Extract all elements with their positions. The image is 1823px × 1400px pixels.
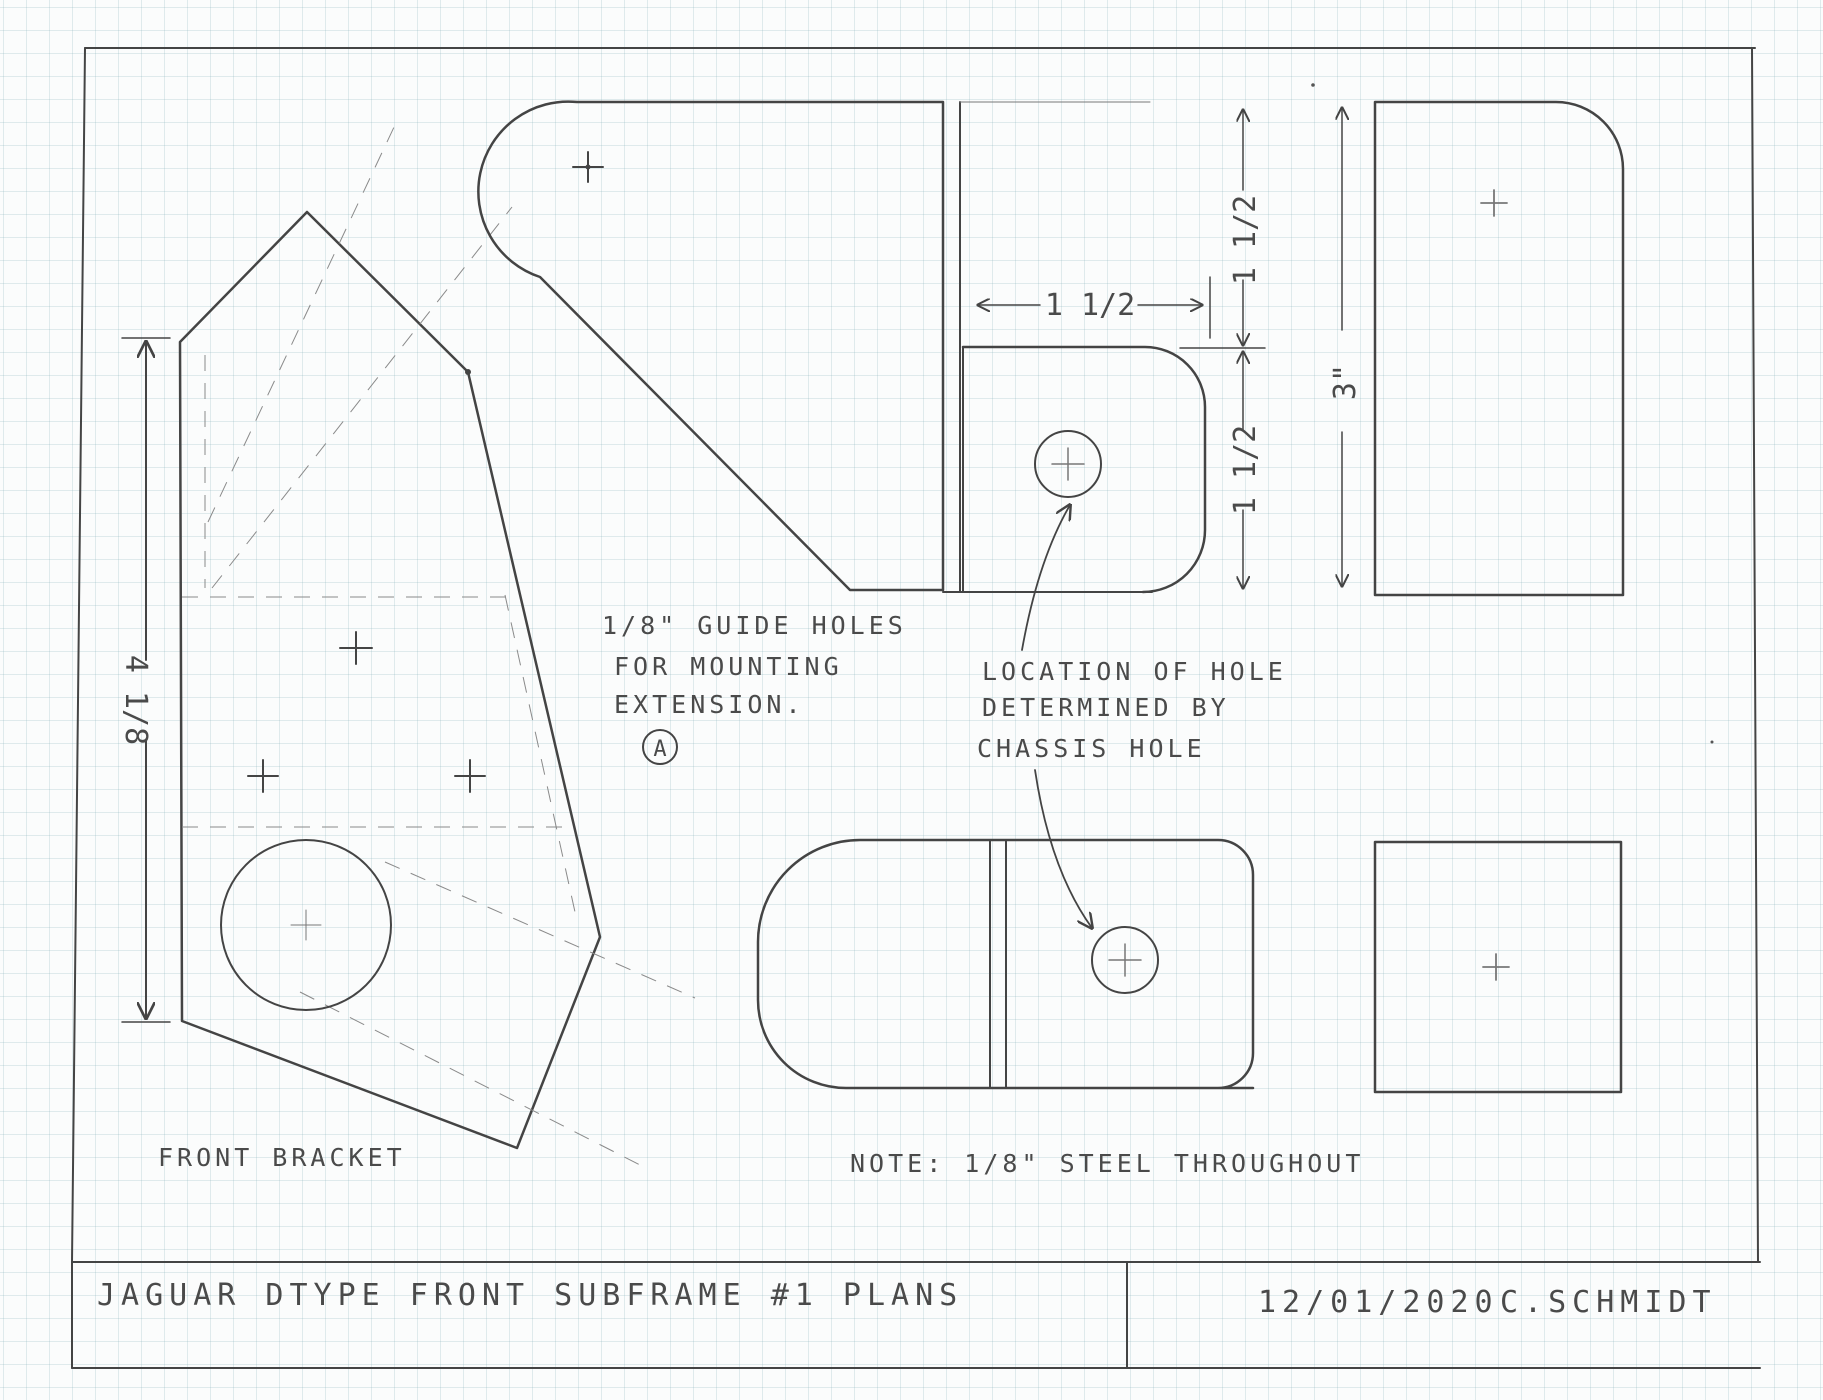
- bracket-height-label: 4 1/8: [118, 655, 153, 745]
- guide-note-line-1: 1/8" GUIDE HOLES: [602, 611, 907, 640]
- bottom-hole: [1091, 926, 1159, 994]
- dimension-total-height: 3": [1328, 108, 1363, 586]
- upper-height-label: 1 1/2: [1228, 195, 1263, 285]
- side-plate-bottom: [1373, 840, 1623, 1094]
- bottom-flat-pattern: [756, 838, 1255, 1090]
- mounting-tab: [961, 345, 1207, 594]
- guide-note-line-3: EXTENSION.: [614, 690, 805, 719]
- callout-letter: A: [653, 737, 666, 762]
- steel-note: NOTE: 1/8" STEEL THROUGHOUT: [850, 1149, 1364, 1178]
- tab-hole: [1034, 430, 1102, 498]
- title-block-date: 12/01/2020: [1258, 1285, 1499, 1320]
- front-bracket-label: FRONT BRACKET: [158, 1143, 406, 1172]
- tab-width-label: 1 1/2: [1045, 288, 1135, 323]
- guide-note-line-2: FOR MOUNTING: [614, 652, 843, 681]
- title-block-title: JAGUAR DTYPE FRONT SUBFRAME #1 PLANS: [97, 1278, 963, 1313]
- front-bracket: [178, 124, 696, 1166]
- title-block: JAGUAR DTYPE FRONT SUBFRAME #1 PLANS 12/…: [71, 1261, 1761, 1369]
- lower-height-label: 1 1/2: [1228, 425, 1263, 515]
- side-plate-top: [1373, 100, 1625, 597]
- hole-note-line-2: DETERMINED BY: [982, 693, 1230, 722]
- hole-location-note: LOCATION OF HOLE DETERMINED BY CHASSIS H…: [977, 505, 1287, 928]
- bracket-large-hole: [220, 839, 392, 1011]
- dimension-tab-heights: 1 1/2 1 1/2: [1179, 110, 1266, 588]
- dimension-bracket-height: 4 1/8: [118, 337, 171, 1023]
- guide-holes-note: 1/8" GUIDE HOLES FOR MOUNTING EXTENSION.…: [602, 611, 907, 765]
- total-height-label: 3": [1328, 364, 1363, 400]
- guide-hole-marks: [247, 631, 486, 793]
- sheet-border: [71, 47, 1759, 1263]
- hole-note-line-1: LOCATION OF HOLE: [982, 657, 1287, 686]
- dimension-tab-width: 1 1/2: [978, 276, 1211, 339]
- hole-note-line-3: CHASSIS HOLE: [977, 734, 1206, 763]
- top-flat-pattern: [477, 100, 1207, 594]
- callout-circle: [642, 729, 678, 765]
- title-block-author: C.SCHMIDT: [1500, 1285, 1717, 1320]
